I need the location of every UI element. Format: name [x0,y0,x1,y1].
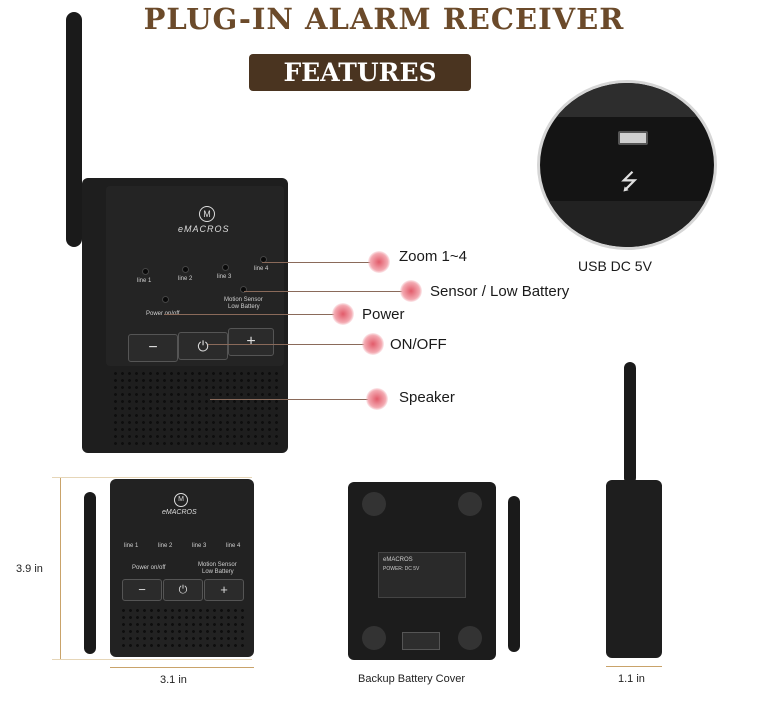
callout-line-power [164,314,344,315]
small-speaker-grill [120,607,246,651]
dim-height: 3.9 in [16,563,43,575]
small-led-1: line 1 [124,543,139,549]
dim-depth: 1.1 in [618,673,645,685]
led-power [162,296,169,303]
callout-line-onoff [208,344,374,345]
usb-port [618,131,648,145]
small-battery-label: Low Battery [202,569,234,575]
brand-text: eMACROS [178,224,230,234]
callout-line-speaker [210,399,378,400]
callout-onoff: ON/OFF [390,336,447,353]
side-view-device [606,480,662,658]
brand-logo-icon: M [199,206,215,222]
callout-speaker: Speaker [399,389,455,406]
led-line-2 [182,266,189,273]
dim-height-bottom-tick [52,659,252,660]
callout-dot-power [332,303,354,325]
callout-dot-onoff [362,333,384,355]
back-view-device: eMACROS POWER: DC 5V [348,482,496,660]
led-label-3: line 3 [217,274,232,280]
low-battery-label: Low Battery [228,304,260,310]
dim-depth-line [606,666,662,667]
dim-width: 3.1 in [160,674,187,686]
led-label-2: line 2 [178,276,193,282]
back-brand: eMACROS [383,557,413,563]
small-brand-text: eMACROS [162,509,197,516]
small-led-4: line 4 [226,543,241,549]
dim-height-line [60,477,61,659]
small-motion-label: Motion Sensor [198,562,237,568]
led-line-1 [142,268,149,275]
callout-dot-sensor [400,280,422,302]
led-label-1: line 1 [137,278,152,284]
small-power-label: Power on/off [132,565,166,571]
usb-label: USB DC 5V [578,258,652,274]
small-plus-button[interactable]: + [204,579,244,601]
led-line-3 [222,264,229,271]
motion-sensor-label: Motion Sensor [224,297,263,303]
callout-zoom: Zoom 1~4 [399,248,467,265]
small-led-3: line 3 [192,543,207,549]
dim-width-line [110,667,254,668]
page-title: PLUG-IN ALARM RECEIVER [143,2,625,36]
small-led-2: line 2 [158,543,173,549]
power-button[interactable]: ⏻ [178,332,228,360]
back-power: POWER: DC 5V [383,566,420,572]
usb-closeup: ⭍ [537,80,717,250]
led-label-4: line 4 [254,266,269,272]
callout-dot-zoom [368,251,390,273]
back-label-sticker: eMACROS POWER: DC 5V [378,552,466,598]
small-minus-button[interactable]: − [122,579,162,601]
plus-button[interactable]: + [228,328,274,356]
small-power-button[interactable]: ⏻ [163,579,203,601]
front-view-device: M eMACROS line 1 line 2 line 3 line 4 Po… [110,479,254,657]
minus-button[interactable]: − [128,334,178,362]
power-led-label: Power on/off [146,311,180,317]
callout-power: Power [362,306,405,323]
battery-cover [402,632,440,650]
callout-sensor: Sensor / Low Battery [430,283,570,300]
small-logo-icon: M [174,493,188,507]
side-antenna [624,362,636,484]
dim-height-top-tick [52,477,252,478]
antenna [66,12,82,247]
back-antenna [508,496,520,652]
features-banner: FEATURES [249,54,471,91]
callout-line-sensor [244,291,412,292]
receiver-device: M eMACROS line 1 line 2 line 3 line 4 Po… [82,178,288,453]
speaker-grill [112,370,282,445]
usb-symbol-icon: ⭍ [620,169,639,194]
callout-dot-speaker [366,388,388,410]
antenna-small [84,492,96,654]
callout-line-zoom [262,262,380,263]
led-sensor [240,286,247,293]
backup-battery-label: Backup Battery Cover [358,673,465,685]
